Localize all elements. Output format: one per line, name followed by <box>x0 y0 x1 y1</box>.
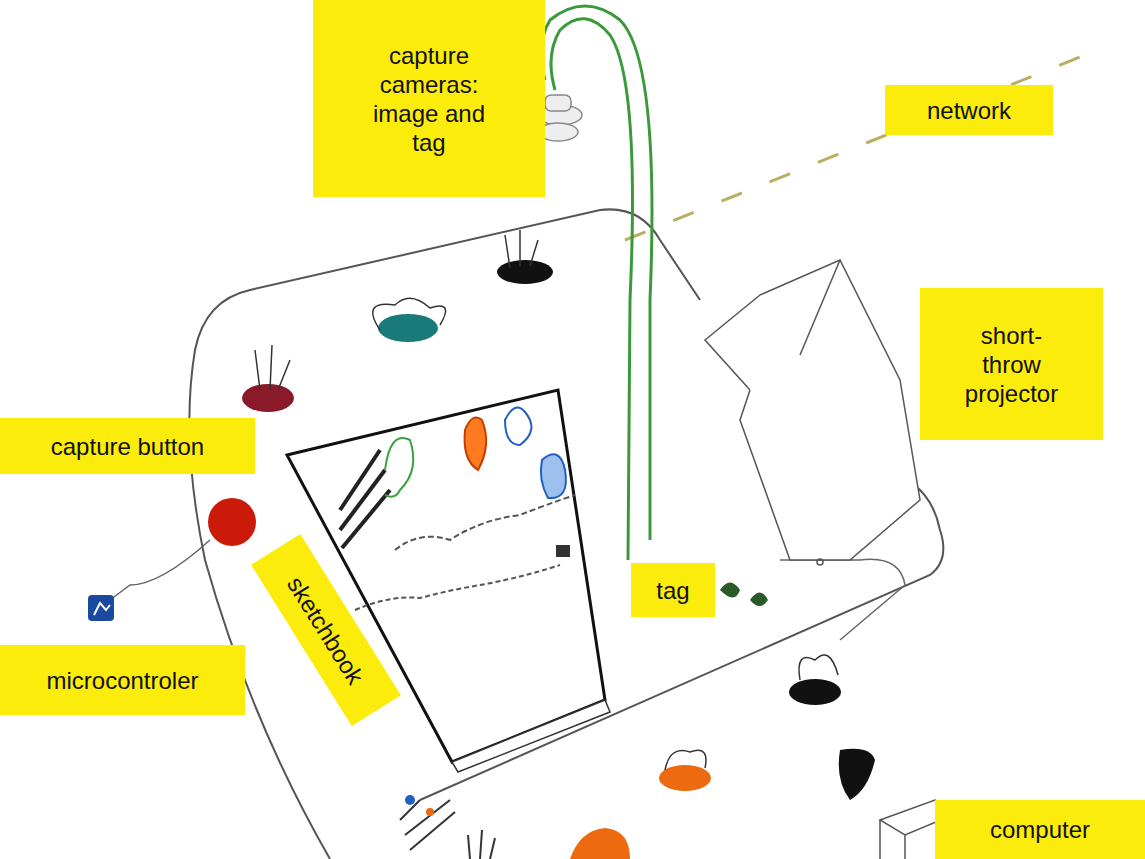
device-outline <box>780 559 905 640</box>
microcontroller-symbol <box>88 595 114 621</box>
camera-arm <box>541 6 652 540</box>
callout-label: capture cameras: image and tag <box>313 0 545 197</box>
pen-holders <box>242 230 875 859</box>
callout-label: microcontroler <box>0 645 245 715</box>
button-wire <box>110 540 210 600</box>
label-text: network <box>889 96 1049 125</box>
microcontroller-symbol <box>94 603 110 615</box>
label-text: capture cameras: image and tag <box>364 41 494 157</box>
callout-label: tag <box>631 563 715 617</box>
label-text: tag <box>633 576 713 605</box>
callout-label: capture button <box>0 418 255 474</box>
network-line <box>625 55 1085 240</box>
projector-sketch <box>705 260 920 565</box>
capture-button-symbol <box>208 498 256 546</box>
callout-label: short-throw projector <box>920 288 1103 440</box>
label-text: computer <box>940 815 1140 844</box>
callout-label: computer <box>935 800 1145 859</box>
label-text: capture button <box>8 432 248 461</box>
label-text: short-throw projector <box>959 321 1064 408</box>
device-outline <box>189 209 700 859</box>
callout-label: network <box>885 85 1053 135</box>
sketchbook-drawing <box>287 390 610 772</box>
label-text: microcontroler <box>3 666 243 695</box>
